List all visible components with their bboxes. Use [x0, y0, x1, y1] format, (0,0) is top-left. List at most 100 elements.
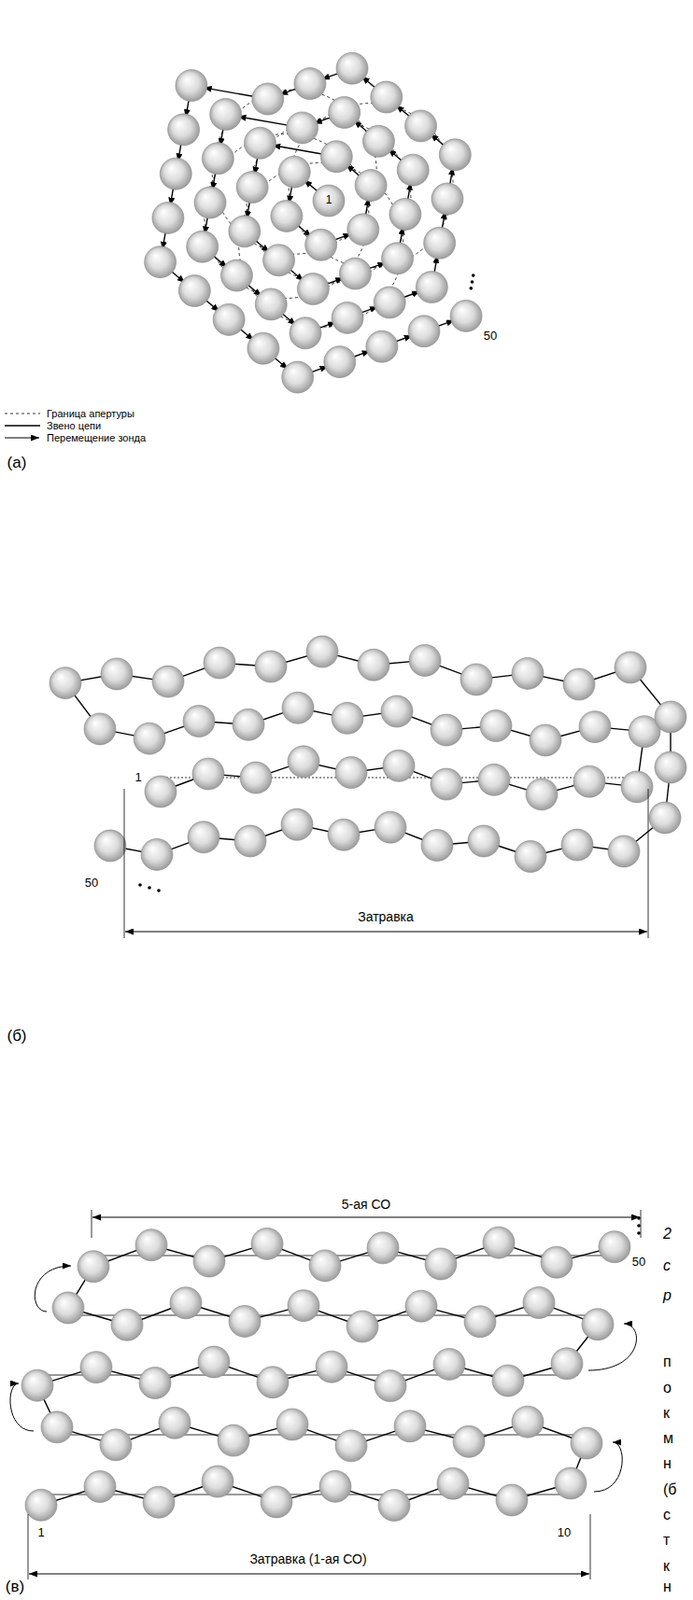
sphere: [430, 714, 463, 747]
sphere: [252, 83, 284, 115]
sphere: [169, 1287, 202, 1320]
sphere: [80, 1352, 113, 1385]
sphere: [492, 1365, 524, 1398]
legend-line: [4, 437, 40, 439]
ellipsis-dot: [471, 273, 476, 278]
sphere: [228, 215, 261, 248]
sphere: [178, 275, 211, 308]
sphere: [339, 257, 371, 290]
dimension-label: 5-ая СО: [341, 1197, 391, 1213]
sphere: [381, 695, 413, 728]
sphere: [260, 1486, 293, 1519]
sphere: [478, 763, 510, 796]
sphere: [324, 346, 356, 379]
callout-number: 10: [557, 1527, 571, 1542]
text-fragment: п: [663, 1354, 672, 1372]
sphere: [183, 706, 215, 738]
sphere: [247, 332, 280, 365]
ellipsis-dot: [138, 883, 142, 888]
seed-dimension: [125, 932, 648, 934]
sphere: [234, 825, 267, 858]
sphere: [540, 1246, 573, 1279]
legend-row: Перемещение зонда: [3, 431, 146, 444]
sphere: [305, 228, 338, 261]
ellipsis-dot: [636, 1224, 641, 1229]
sphere: [450, 299, 482, 332]
sphere: [232, 708, 265, 741]
sphere: [309, 1250, 341, 1283]
extension-line: [590, 1514, 592, 1581]
sphere: [511, 1406, 544, 1439]
sphere: [276, 1409, 309, 1442]
sphere: [84, 1471, 116, 1504]
sphere: [551, 1348, 583, 1381]
sphere: [220, 259, 253, 292]
sphere: [193, 1245, 226, 1278]
sphere: [561, 829, 594, 862]
sphere: [139, 1367, 171, 1400]
legend-text: Звено цепи: [46, 420, 101, 432]
layer-dimension: [92, 1217, 640, 1219]
sphere: [563, 668, 595, 701]
probe-move-arrow: [237, 116, 290, 127]
text-fragment: р: [663, 1287, 672, 1305]
callout-number: 1: [134, 771, 142, 786]
sphere: [251, 1228, 283, 1260]
sphere: [654, 751, 687, 784]
sphere: [135, 1230, 168, 1262]
sphere: [382, 749, 415, 782]
sphere: [331, 702, 364, 735]
sphere: [287, 746, 320, 778]
legend-row: Звено цепи: [3, 419, 146, 432]
turn-arrow: [588, 1324, 637, 1372]
text-fragment: 2: [663, 1226, 672, 1244]
callout-number: 50: [84, 876, 99, 891]
sphere: [424, 226, 456, 259]
sphere: [433, 1348, 466, 1381]
panel-label: (б): [6, 1027, 27, 1047]
sphere: [41, 1412, 73, 1444]
text-fragment: т: [663, 1532, 670, 1550]
sphere: [210, 98, 242, 130]
callout-number: 1: [325, 194, 333, 208]
sphere: [346, 1311, 379, 1344]
sphere: [159, 157, 192, 190]
sphere: [158, 1407, 191, 1440]
sphere: [554, 1468, 587, 1500]
sphere: [405, 1290, 438, 1323]
sphere: [523, 1287, 555, 1319]
ellipsis-dot: [468, 286, 473, 291]
sphere: [598, 1231, 631, 1264]
sphere: [480, 710, 512, 743]
sphere: [25, 1489, 57, 1522]
sphere: [579, 711, 611, 744]
sphere: [294, 68, 326, 100]
sphere: [144, 246, 177, 279]
sphere: [421, 829, 453, 862]
sphere: [286, 112, 319, 144]
sphere: [381, 242, 414, 275]
sphere: [362, 125, 395, 157]
sphere: [141, 838, 173, 871]
sphere: [263, 244, 296, 277]
sphere: [254, 288, 287, 321]
extension-line: [648, 789, 650, 939]
sphere: [187, 821, 220, 854]
legend-sample: [3, 409, 42, 419]
sphere: [495, 1485, 528, 1517]
ellipsis-dot: [156, 889, 161, 893]
sphere: [354, 169, 387, 202]
sphere: [347, 213, 380, 246]
sphere: [21, 1370, 54, 1402]
ellipsis-dot: [636, 1216, 641, 1221]
sphere: [287, 1290, 320, 1323]
sphere: [186, 230, 219, 263]
sphere: [198, 1346, 230, 1379]
sphere: [378, 1489, 411, 1522]
text-fragment: к: [663, 1558, 670, 1576]
text-fragment: о: [663, 1380, 672, 1398]
sphere: [282, 361, 314, 394]
dimension-label: Затравка (1-ая СО): [249, 1552, 367, 1568]
sphere: [212, 303, 245, 336]
sphere: [581, 1309, 614, 1342]
